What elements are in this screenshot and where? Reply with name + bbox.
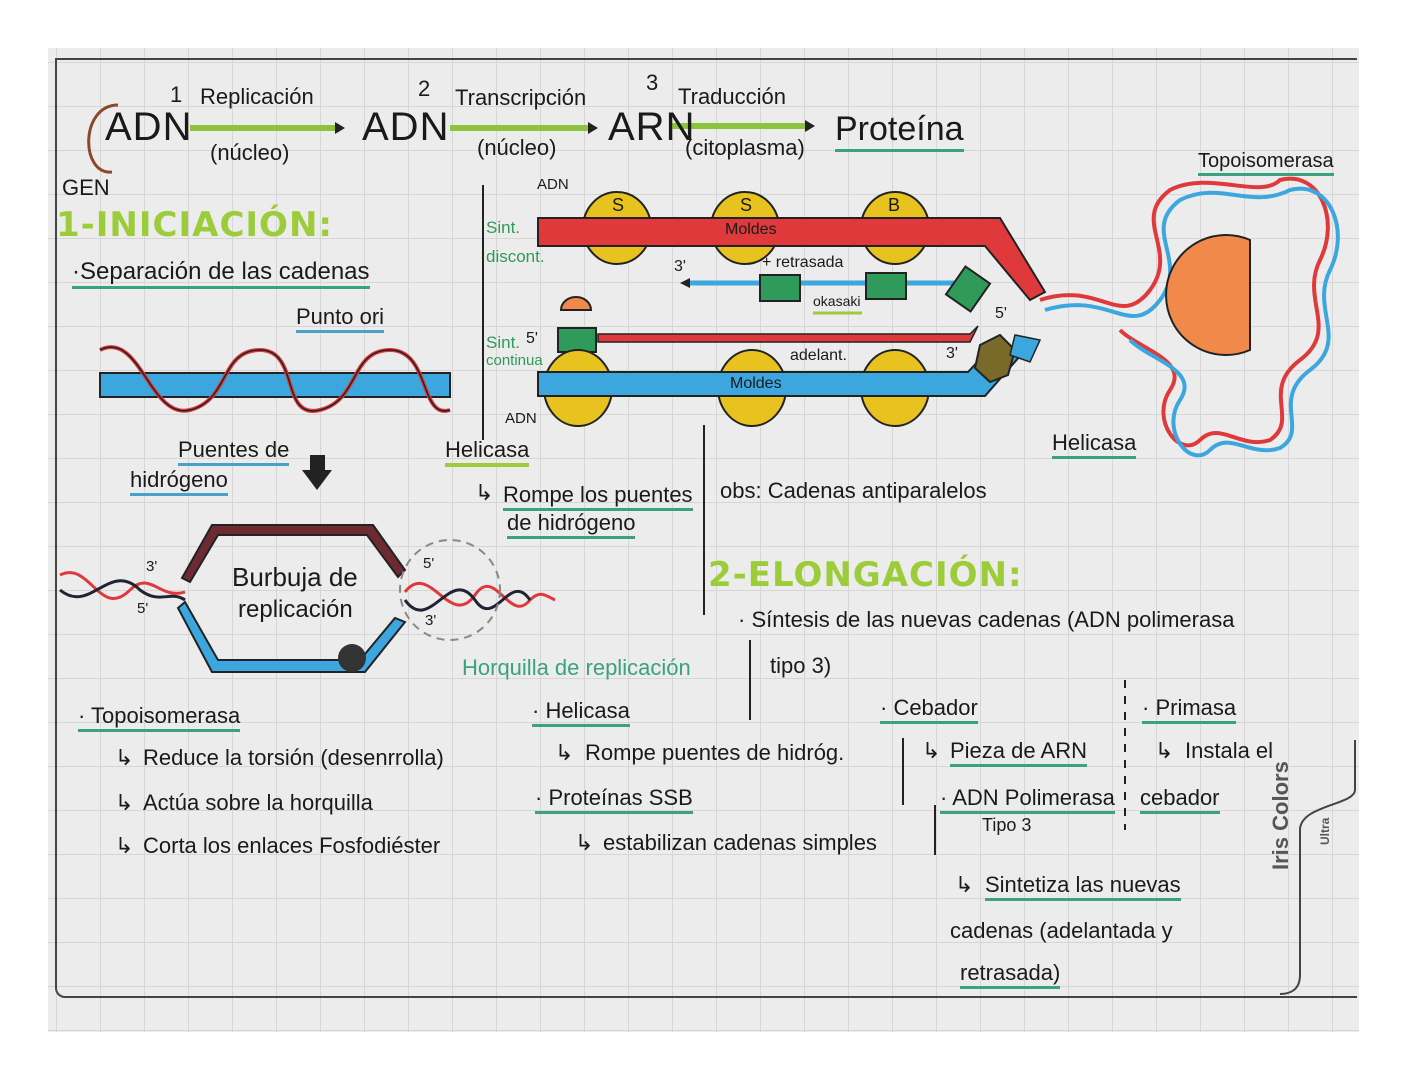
moldes-bottom: Moldes: [730, 375, 782, 392]
topoisomerasa-label: Topoisomerasa: [1198, 150, 1334, 176]
note-ssb-title: · Proteínas SSB: [535, 785, 693, 814]
leading-5prime: 5': [526, 330, 538, 347]
note-primasa-item-2: cebador: [1140, 785, 1220, 814]
helicasa-label: Helicasa: [445, 437, 530, 467]
elongacion-bullet-1: · Síntesis de las nuevas cadenas (ADN po…: [738, 607, 1235, 632]
section-title-elongacion: 2-ELONGACIÓN:: [708, 555, 1023, 595]
lagging-5prime: 5': [995, 305, 1007, 322]
note-helicasa-item-1: Rompe puentes de hidróg.: [585, 740, 845, 765]
step-number-3: 3: [646, 70, 659, 95]
helicasa-note-2: de hidrógeno: [507, 510, 636, 539]
step-transcripcion: Transcripción: [455, 85, 587, 110]
note-topoisomerasa-title: · Topoisomerasa: [78, 703, 241, 732]
step-traduccion-place: (citoplasma): [685, 135, 805, 160]
lagging-3prime: 3': [674, 258, 686, 275]
burbuja-label-1: Burbuja de: [232, 562, 358, 592]
note-polimerasa-item-2: cadenas (adelantada y: [950, 918, 1173, 943]
helicasa-note-1: Rompe los puentes: [503, 482, 693, 511]
step-transcripcion-place: (núcleo): [477, 135, 557, 160]
bubble-5prime-right: 5': [423, 555, 435, 572]
note-primasa-title: · Primasa: [1142, 695, 1237, 724]
note-helicasa-title: · Helicasa: [532, 698, 630, 727]
bubble-3prime-left: 3': [146, 558, 158, 575]
horquilla-label: Horquilla de replicación: [462, 655, 691, 680]
note-polimerasa-title-1: · ADN Polimerasa: [940, 785, 1115, 814]
leading-3prime: 3': [946, 345, 958, 362]
note-polimerasa-title-2: Tipo 3: [982, 815, 1032, 835]
note-arrow-icon: ↳: [555, 740, 574, 765]
note-cebador-title: · Cebador: [880, 695, 978, 724]
note-arrow-icon: ↳: [955, 872, 974, 897]
flow-node-proteina: Proteína: [835, 110, 964, 152]
note-arrow-icon: ↳: [922, 738, 941, 763]
okasaki-label: okasaki: [813, 293, 861, 309]
note-primasa-item-1: Instala el: [1185, 738, 1274, 763]
note-arrow-icon: ↳: [1155, 738, 1174, 763]
note-arrow-icon: ↳: [575, 830, 594, 855]
fork-adn-bottom: ADN: [505, 410, 537, 427]
brand-sub: Ultra: [1318, 817, 1332, 845]
puentes-label-1: Puentes de: [178, 437, 290, 466]
separacion-bullet: ·Separación de las cadenas: [72, 258, 370, 289]
brand-name: Iris Colors: [1268, 761, 1293, 870]
sint-discont-1: Sint.: [486, 218, 521, 237]
bubble-5prime-left: 5': [137, 600, 149, 617]
burbuja-label-2: replicación: [238, 596, 353, 623]
flow-node-adn: ADN: [362, 105, 450, 149]
flow-node-arn: ARN: [608, 105, 696, 149]
step-number-1: 1: [170, 82, 183, 107]
moldes-top: Moldes: [725, 221, 777, 238]
gene-label: GEN: [62, 175, 110, 200]
helicasa-fork-label: Helicasa: [1052, 430, 1137, 459]
sint-cont-2: continua: [486, 352, 543, 369]
note-topo-item-2: Actúa sobre la horquilla: [143, 790, 373, 815]
adelant-label: adelant.: [790, 347, 847, 364]
flow-node-adn-gene: ADN: [105, 105, 193, 149]
section-title-iniciacion: 1-INICIACIÓN:: [56, 205, 333, 245]
ssb-label-3: B: [888, 195, 901, 215]
note-arrow-icon: ↳: [115, 833, 134, 858]
note-polimerasa-item-1: Sintetiza las nuevas: [985, 872, 1181, 901]
page-border: [55, 58, 1357, 998]
step-replicacion: Replicación: [200, 84, 314, 109]
retrasada-label: + retrasada: [762, 254, 844, 271]
sint-discont-2: discont.: [486, 247, 545, 266]
note-topo-item-1: Reduce la torsión (desenrrolla): [143, 745, 444, 770]
note-topo-item-3: Corta los enlaces Fosfodiéster: [143, 833, 441, 858]
elongacion-bullet-2: tipo 3): [770, 653, 832, 678]
step-traduccion: Traducción: [678, 84, 787, 109]
obs-antiparalelos: obs: Cadenas antiparalelos: [720, 478, 987, 503]
helicasa-note-arrow: ↳: [475, 480, 494, 505]
note-cebador-item-1: Pieza de ARN: [950, 738, 1087, 767]
ssb-label-2: S: [740, 195, 753, 215]
bubble-3prime-right: 3': [425, 612, 437, 629]
note-arrow-icon: ↳: [115, 745, 134, 770]
puentes-label-2: hidrógeno: [130, 467, 228, 496]
punto-ori-label: Punto ori: [296, 304, 385, 333]
step-replicacion-place: (núcleo): [210, 140, 290, 165]
note-polimerasa-item-3: retrasada): [960, 960, 1061, 989]
fork-adn-top: ADN: [537, 176, 569, 193]
note-arrow-icon: ↳: [115, 790, 134, 815]
ssb-label-1: S: [612, 195, 625, 215]
note-ssb-item-1: estabilizan cadenas simples: [603, 830, 877, 855]
sint-cont-1: Sint.: [486, 333, 521, 352]
step-number-2: 2: [418, 76, 431, 101]
